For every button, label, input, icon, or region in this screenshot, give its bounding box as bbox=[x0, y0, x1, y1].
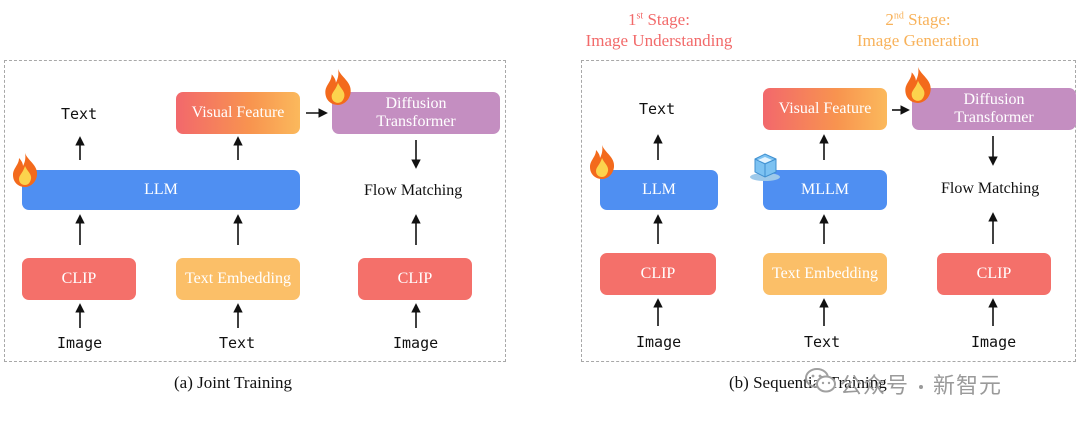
panel-a-flow-matching: Flow Matching bbox=[364, 182, 463, 199]
fire-icon bbox=[13, 153, 38, 187]
panel-joint-training bbox=[4, 60, 506, 362]
panel-a-clip-right: CLIP bbox=[358, 258, 472, 300]
ice-cube-icon bbox=[750, 153, 780, 181]
panel-sequential-training bbox=[581, 60, 1076, 362]
panel-b-clip-left: CLIP bbox=[600, 253, 716, 295]
panel-b-visual-feature: Visual Feature bbox=[763, 88, 887, 130]
panel-a-input-image-left: Image bbox=[57, 334, 103, 352]
panel-b-mllm: MLLM bbox=[763, 170, 887, 210]
panel-a-llm: LLM bbox=[22, 170, 300, 210]
panel-b-llm: LLM bbox=[600, 170, 718, 210]
fire-icon bbox=[590, 145, 615, 179]
panel-a-text-output: Text bbox=[61, 105, 98, 123]
fire-icon bbox=[905, 67, 931, 103]
panel-b-text-output: Text bbox=[639, 100, 676, 118]
watermark-left: 公众号 bbox=[840, 374, 910, 399]
panel-a-input-image-right: Image bbox=[393, 334, 439, 352]
panel-b-flow-matching: Flow Matching bbox=[941, 180, 1040, 197]
panel-b-input-image-left: Image bbox=[636, 333, 682, 351]
panel-a-input-text: Text bbox=[219, 334, 256, 352]
watermark-right: 新智元 bbox=[933, 374, 1003, 399]
stage-2-header: 2nd Stage: Image Generation bbox=[856, 10, 980, 51]
panel-b-text-embedding: Text Embedding bbox=[763, 253, 887, 295]
wechat-icon bbox=[805, 368, 836, 393]
panel-a-text-embedding: Text Embedding bbox=[176, 258, 300, 300]
watermark: 公众号新智元 bbox=[840, 368, 1002, 400]
fire-icon bbox=[325, 69, 351, 105]
panel-b-input-image-right: Image bbox=[971, 333, 1017, 351]
watermark-dot bbox=[919, 385, 924, 389]
stage-1-header: 1st Stage: Image Understanding bbox=[585, 10, 733, 51]
panel-b-clip-right: CLIP bbox=[937, 253, 1051, 295]
panel-b-input-text: Text bbox=[804, 333, 841, 351]
panel-a-caption: (a) Joint Training bbox=[174, 373, 293, 392]
panel-a-clip-left: CLIP bbox=[22, 258, 136, 300]
panel-a-visual-feature: Visual Feature bbox=[176, 92, 300, 134]
